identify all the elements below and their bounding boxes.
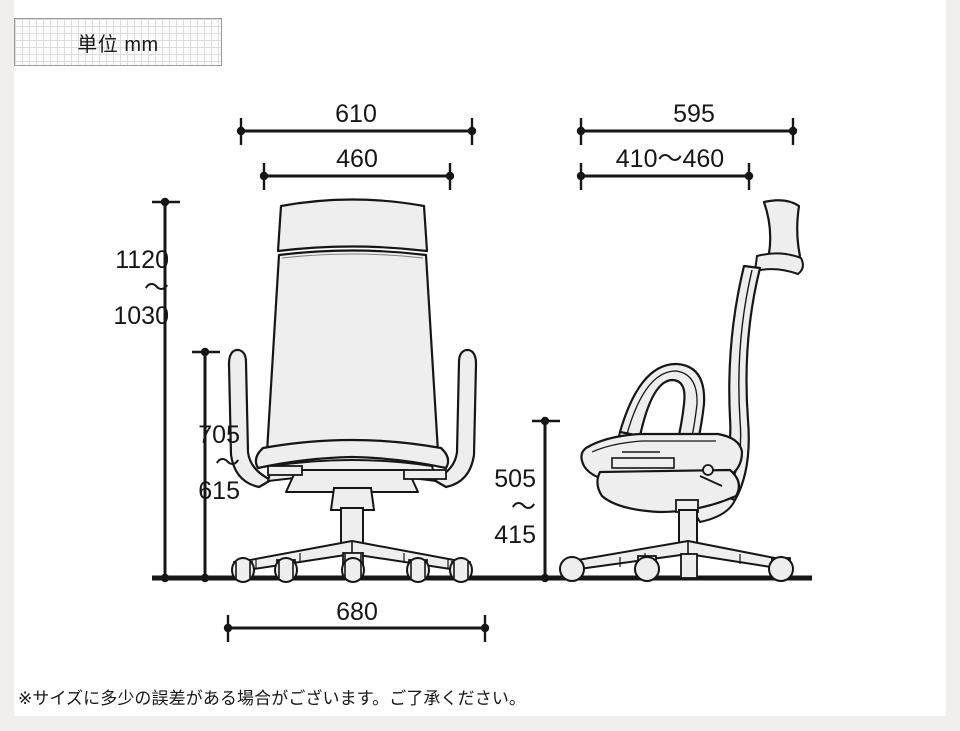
dimension-label-705: 705 xyxy=(198,421,240,449)
unit-legend-label: 単位 mm xyxy=(77,33,159,56)
side-casters xyxy=(559,555,794,582)
front-casters xyxy=(231,552,473,583)
dimension-front-seat-width: 460 xyxy=(259,145,455,190)
dimension-side-overall-depth: 595 xyxy=(576,100,798,145)
dimension-label-1120: 1120 xyxy=(115,246,169,274)
dimension-side-seat-depth: 410〜460 xyxy=(576,145,754,190)
unit-legend-box: 単位 mm xyxy=(14,18,222,66)
dimension-label-615: 615 xyxy=(198,477,240,505)
dimension-front-back-height: 705 〜 615 xyxy=(192,347,240,583)
dimension-label-460: 460 xyxy=(336,145,378,173)
dimension-label-595: 595 xyxy=(673,100,715,128)
dimension-label-1030: 1030 xyxy=(113,302,169,330)
dimension-label-410-460: 410〜460 xyxy=(616,145,724,173)
dimension-label-680: 680 xyxy=(336,598,378,626)
dimension-label-tilde-seat-height: 〜 xyxy=(511,493,536,521)
dimension-label-505: 505 xyxy=(494,465,536,493)
front-view-chair xyxy=(227,198,478,583)
dimension-side-seat-height: 505 〜 415 xyxy=(494,416,560,583)
dimension-label-610: 610 xyxy=(335,100,377,128)
side-view-chair xyxy=(559,199,804,582)
dimension-front-overall-width: 610 xyxy=(236,100,477,145)
dimension-label-tilde-front-height: 〜 xyxy=(144,274,169,302)
dimension-label-415: 415 xyxy=(494,521,536,549)
white-panel xyxy=(14,0,946,716)
dimension-front-total-height: 1120 〜 1030 xyxy=(113,197,180,583)
size-tolerance-footnote: ※サイズに多少の誤差がある場合がございます。ご了承ください。 xyxy=(18,689,527,708)
dimension-base-width: 680 xyxy=(223,598,490,642)
dimension-label-tilde-back-height: 〜 xyxy=(215,449,240,477)
